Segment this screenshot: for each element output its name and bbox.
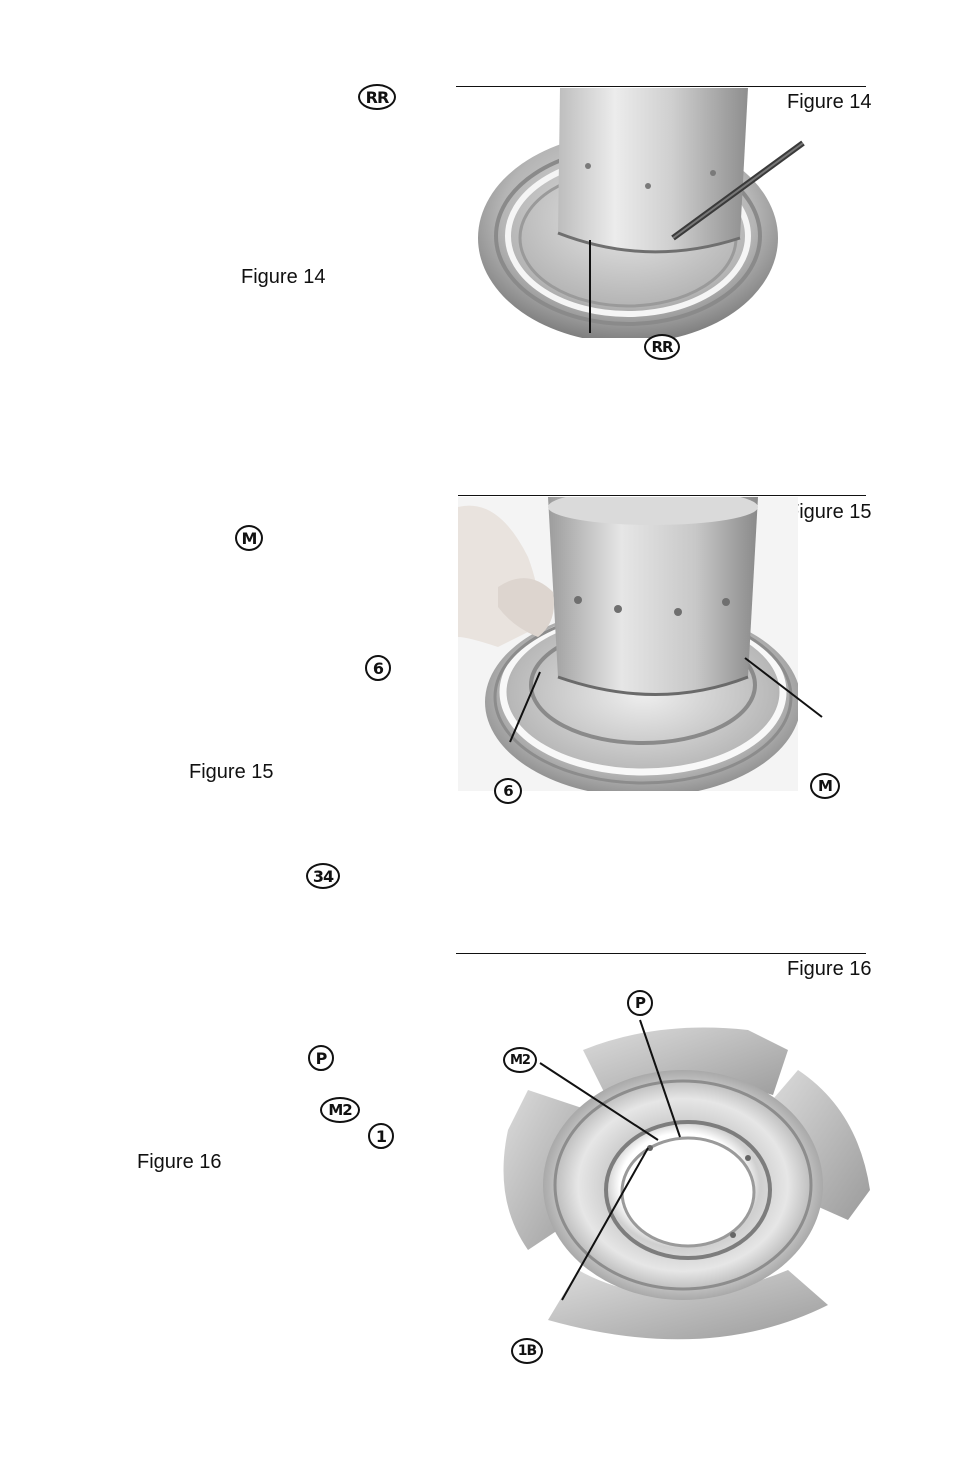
marker-p: P [308, 1045, 334, 1071]
figure-16-leader-lines [539, 1019, 681, 1301]
marker-1: 1 [368, 1123, 394, 1149]
figure-15-title: Figure 15 [787, 501, 872, 523]
caption-figure-14: Figure 14 [241, 266, 326, 288]
figure-14-photo [478, 88, 808, 338]
figure-15-photo [458, 497, 798, 791]
figure-16-callout-m2: M2 [503, 1047, 537, 1073]
figure-14-title: Figure 14 [787, 91, 872, 113]
marker-m2: M2 [320, 1097, 360, 1123]
figure-14-leader-line [589, 240, 591, 333]
marker-m: M [235, 525, 263, 551]
marker-rr: RR [358, 84, 396, 110]
marker-34: 34 [306, 863, 340, 889]
figure-16-rule [456, 953, 866, 954]
figure-16-callout-p: P [627, 990, 653, 1016]
figure-15-callout-6: 6 [494, 778, 522, 804]
figure-16-photo [488, 1020, 870, 1360]
figure-16-title: Figure 16 [787, 958, 872, 980]
figure-15-rule [458, 495, 866, 496]
figure-14-rule [456, 86, 866, 87]
figure-14-callout-rr: RR [644, 334, 680, 360]
caption-figure-16: Figure 16 [137, 1151, 222, 1173]
figure-15-leader-lines [509, 657, 823, 743]
figure-16-callout-1b: 1B [511, 1338, 543, 1364]
marker-6: 6 [365, 655, 391, 681]
caption-figure-15: Figure 15 [189, 761, 274, 783]
figure-15-callout-m: M [810, 773, 840, 799]
